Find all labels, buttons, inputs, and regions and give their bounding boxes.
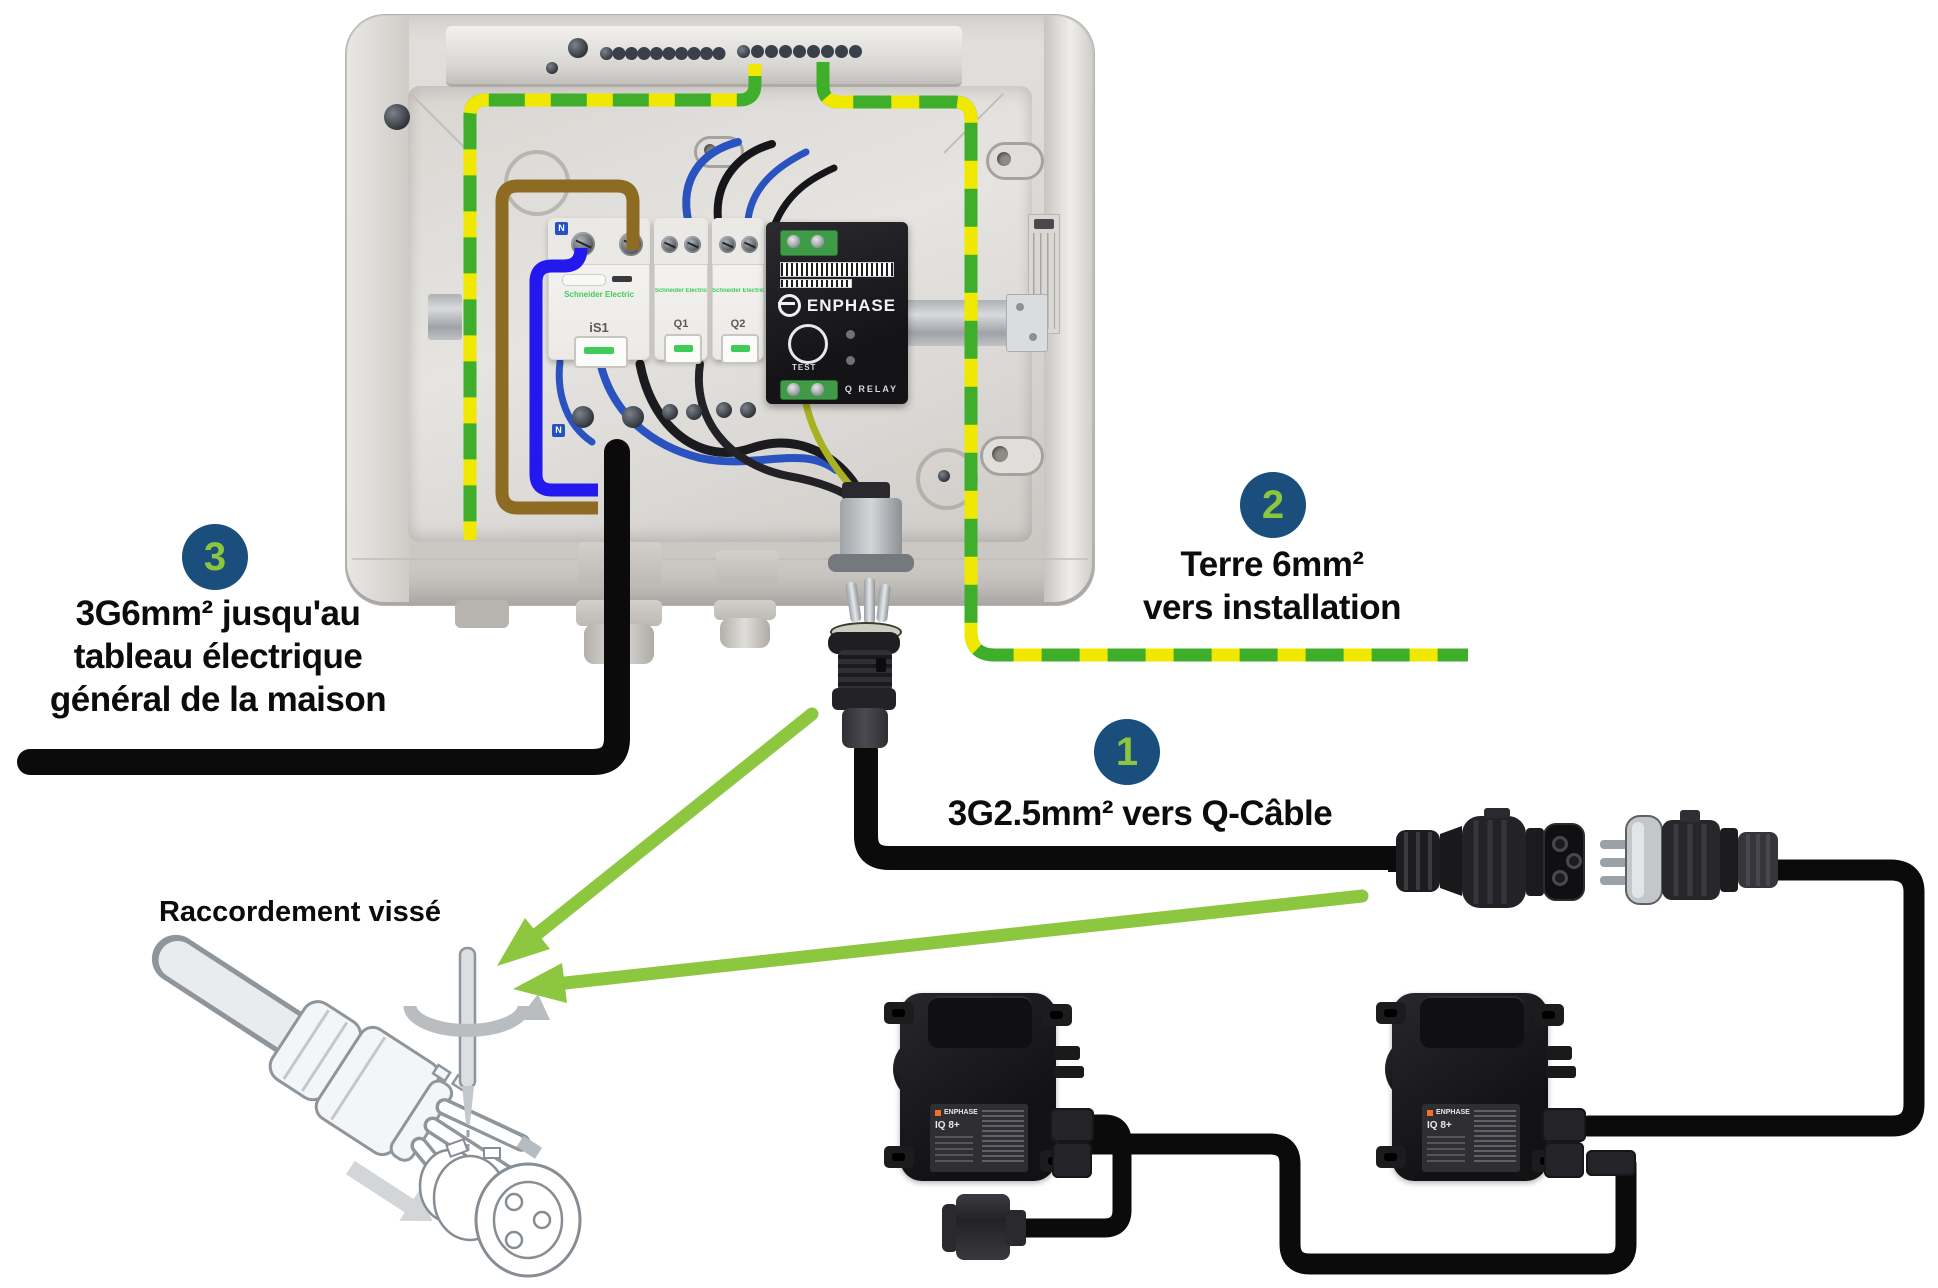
trunk-connector-port [1052, 1142, 1092, 1178]
connector-sketch [418, 1138, 582, 1278]
cable-gland [455, 600, 509, 628]
screwdriver-icon [403, 946, 550, 1170]
inverter-label: ENPHASE IQ 8+ [1422, 1104, 1520, 1172]
trunk-connector-port [1542, 1108, 1586, 1142]
step-badge-3: 3 [182, 524, 248, 590]
screwed-connection-illustration [151, 934, 582, 1278]
breaker-brand: Schneider Electric [654, 288, 708, 294]
cable-3g25-to-qcable [854, 738, 1410, 870]
microinverter-1: ENPHASE IQ 8+ [884, 985, 1094, 1185]
step-label-3: 3G6mm² jusqu'au tableau électrique génér… [49, 594, 387, 719]
end-cap-collar [1006, 1210, 1026, 1246]
end-cap-flange [942, 1204, 958, 1252]
connector-skirt [832, 688, 896, 710]
connector-gland-nut [842, 708, 888, 748]
trunk-connector-port [1544, 1142, 1584, 1178]
inverter-label: ENPHASE IQ 8+ [930, 1104, 1028, 1172]
motion-arrow [346, 1160, 433, 1221]
breaker-id: Q2 [730, 318, 746, 330]
enphase-logo-icon [935, 1109, 941, 1116]
panel-boss-screw [938, 470, 950, 482]
busbar-screw-group-1 [600, 47, 613, 60]
terminal-screw [662, 404, 678, 420]
breaker-q2: Schneider Electric Q2 [712, 218, 764, 364]
terminal-screw [716, 402, 732, 418]
inner-gland-nut [716, 550, 778, 584]
neutral-wire-blue [529, 247, 598, 497]
keyhole-mount-bottom [980, 436, 1044, 476]
relay-test-button [788, 324, 828, 364]
relay-product-label: Q RELAY [844, 384, 898, 394]
ferrule-cap [842, 482, 890, 500]
step-label-2: Terre 6mm² vers installation [1143, 545, 1401, 627]
connector-disk-rim [828, 632, 900, 654]
terminal-screw [622, 406, 644, 428]
connector-pin [864, 578, 875, 624]
end-cap-body [956, 1194, 1010, 1260]
trunk-connector-port [1050, 1108, 1094, 1142]
qcable-run-top [1577, 859, 1925, 1137]
arrow-head [497, 918, 550, 966]
cable-3g6-to-house [17, 439, 630, 775]
qcable-run-to-end-cap [1004, 1114, 1132, 1238]
din-rail-end-bracket [1006, 294, 1048, 352]
busbar-screw-group-2 [737, 45, 750, 58]
connector-notch [876, 658, 886, 672]
neutral-marker: N [555, 222, 568, 235]
trunk-connector-branch [1586, 1150, 1636, 1176]
breaker-q1: Schneider Electric Q1 [654, 218, 708, 364]
step-badge-2: 2 [1240, 472, 1306, 538]
breaker-brand: Schneider Electric [712, 288, 764, 294]
microinverter-2: ENPHASE IQ 8+ [1376, 985, 1636, 1185]
breaker-id: iS1 [589, 320, 609, 335]
neutral-marker: N [552, 424, 565, 437]
phase-wire-brown [495, 179, 640, 515]
busbar-mount-screw [546, 62, 558, 74]
terminal-screw [572, 406, 594, 428]
illustration-title: Raccordement vissé [158, 896, 442, 928]
arrow-head [513, 963, 567, 1003]
box-corner-screw [384, 104, 410, 130]
ferrule-body [840, 498, 902, 558]
qcable-male-connector [1600, 810, 1796, 905]
terminal-screw [686, 404, 702, 420]
earth-terminal-busbar [446, 26, 962, 87]
breaker-id: Q1 [673, 318, 689, 330]
qcable-run-between-inverters [1081, 1133, 1637, 1275]
terminal-screw [740, 402, 756, 418]
relay-logo: ENPHASE [766, 294, 908, 317]
q-relay: ENPHASE TEST Q RELAY [766, 222, 908, 404]
cable-gland [714, 600, 776, 620]
rotation-arrow [403, 1005, 531, 1037]
relay-test-label: TEST [792, 363, 817, 372]
relay-serial-barcode [780, 262, 894, 277]
din-rail-left [428, 294, 462, 340]
keyhole-mount-top [986, 142, 1044, 180]
ferrule-flange [828, 554, 914, 572]
step-label-1: 3G2.5mm² vers Q-Câble [947, 794, 1333, 833]
step-badge-1: 1 [1094, 719, 1160, 785]
busbar-end-screw [568, 38, 588, 58]
enphase-logo-icon [777, 294, 801, 317]
enphase-logo-icon [1427, 1109, 1433, 1116]
qcable-female-connector [1388, 808, 1585, 908]
breaker-brand: Schneider Electric [564, 290, 634, 299]
cable-gland-nut [720, 618, 770, 648]
